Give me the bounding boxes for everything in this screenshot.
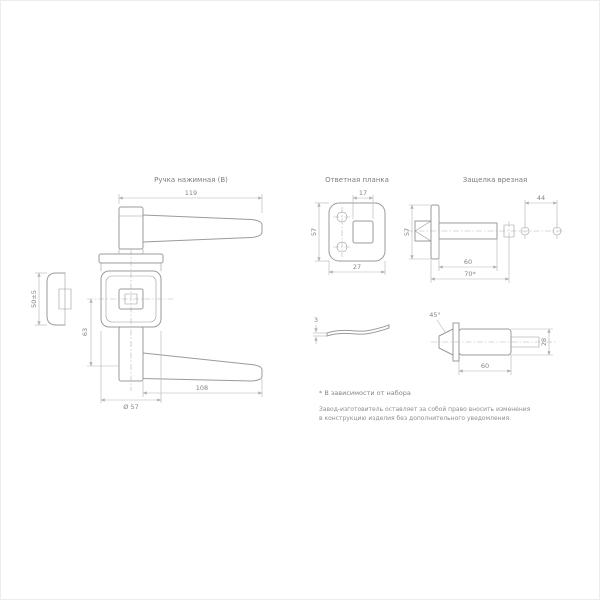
latch-tail: [510, 336, 540, 348]
latch-cutout: [352, 220, 374, 244]
strike-plate-view: 57 17 27 3: [310, 189, 390, 344]
latch-view-title: Защелка врезная: [463, 176, 528, 184]
strike-plate-view-title: Ответная планка: [325, 176, 389, 184]
dim-latch-body-length: 60: [464, 258, 472, 266]
dim-handle-depth: 50±5: [30, 290, 38, 308]
rose-inner-outline: [105, 275, 157, 323]
dim-latch-length: 60: [481, 362, 489, 370]
dim-bevel-angle: 45°: [429, 311, 441, 319]
dim-cutout-width: 17: [359, 189, 367, 197]
rose-flange: [98, 253, 164, 264]
disclaimer-line-1: Завод-изготовитель оставляет за собой пр…: [319, 406, 531, 413]
notes-block: * В зависимости от набора Завод-изготови…: [319, 389, 531, 422]
rose-side-hub: [58, 288, 72, 310]
latch-body: [438, 222, 498, 240]
latch-top-view: 45° 28 60: [429, 311, 557, 375]
dim-backset: 70*: [464, 270, 476, 278]
lever-neck-top: [118, 206, 144, 250]
strike-profile-bottom-edge: [326, 327, 390, 337]
strike-profile-top-edge: [326, 324, 390, 334]
handle-view-title: Ручка нажимная (В): [154, 176, 228, 184]
dim-handle-offset: 63: [81, 328, 89, 336]
dim-handle-length: 119: [185, 189, 197, 197]
latch-faceplate: [430, 204, 440, 260]
latch-bolt-nose: [438, 328, 454, 356]
strike-plate-outline: [328, 202, 386, 262]
dim-strike-width: 27: [353, 263, 361, 271]
dim-leader-line: [436, 319, 446, 333]
handle-hub: [118, 288, 144, 310]
dim-latch-height: 28: [540, 338, 548, 346]
dim-rose-diameter: Ø 57: [123, 403, 138, 411]
footnote-text: * В зависимости от набора: [319, 389, 411, 397]
dim-strike-thickness: 3: [314, 316, 318, 324]
rose-side-profile: [46, 272, 66, 326]
lever-grip-top: [142, 214, 263, 243]
dim-hole-spacing: 44: [537, 194, 545, 202]
dim-strike-height: 57: [310, 228, 318, 236]
spindle-square: [124, 293, 138, 305]
lever-grip-bottom: [142, 352, 263, 382]
dim-grip-length: 108: [196, 384, 208, 392]
latch-bolt-bevel: [414, 220, 432, 242]
latch-side-view: 44 57 60 70*: [403, 194, 565, 283]
handle-view: 119 50±5 63 108: [30, 189, 263, 411]
disclaimer-line-2: в конструкцию изделия без дополнительног…: [319, 415, 511, 422]
dim-faceplate-height: 57: [403, 228, 411, 236]
